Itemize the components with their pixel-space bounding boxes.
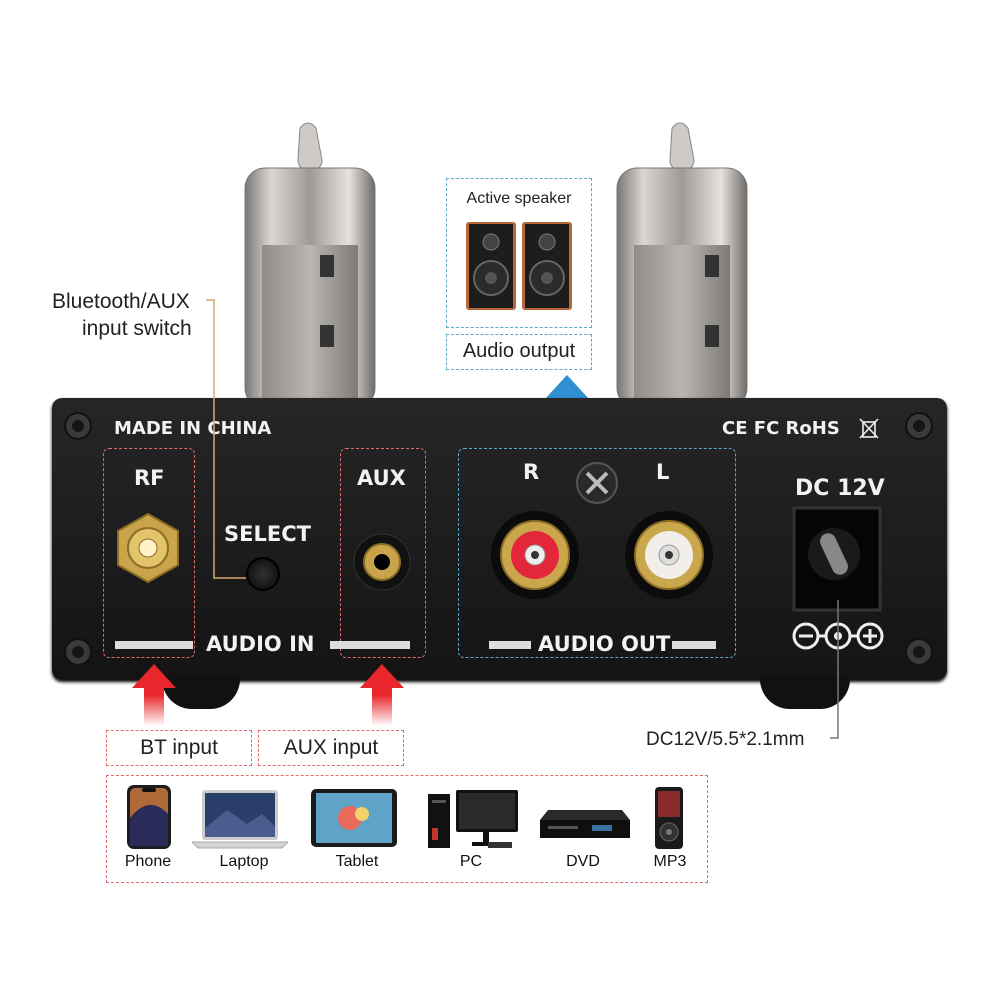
bt-input-box [106,730,252,766]
pc-icon [428,790,518,848]
phone-icon [127,785,171,849]
weee-bin-icon [859,418,879,439]
rf-label: RF [134,466,165,490]
source-devices-box [106,775,708,883]
device-label-dvd: DVD [566,853,600,870]
tube-right [616,122,748,409]
dc-power-jack [792,506,882,612]
aux-label: AUX [357,466,406,490]
audio-output-box [446,334,592,370]
screw-icon [64,638,92,666]
audio-out-bar-right [672,641,716,649]
audio-in-label: AUDIO IN [206,632,315,656]
ground-screw-icon [576,462,618,504]
audio-out-section-box [458,448,736,658]
select-button[interactable] [246,557,280,591]
laptop-icon [192,790,288,849]
device-label-tablet: Tablet [335,853,379,870]
left-channel-label: L [656,460,670,484]
audio-in-bar-left [115,641,193,649]
device-label-phone: Phone [124,853,172,870]
rca-left-output [625,511,713,599]
mp3-icon [655,787,683,849]
speaker-icon [466,222,572,310]
audio-out-label: AUDIO OUT [538,632,671,656]
aux-input-arrow-icon [360,664,404,726]
dc-spec-label: DC12V/5.5*2.1mm [646,729,805,750]
bt-input-arrow-icon [132,664,176,726]
screw-icon [905,638,933,666]
aux-input-box [258,730,404,766]
bt-aux-switch-label-2: input switch [82,317,192,340]
rca-right-output [491,511,579,599]
screw-icon [905,412,933,440]
certification-marks: CE FC RoHS [722,418,840,439]
device-label-laptop: Laptop [219,853,269,870]
audio-in-bar-right [330,641,410,649]
audio-out-bar-left [489,641,531,649]
device-label-mp3: MP3 [653,853,687,870]
active-speaker-label: Active speaker [466,190,572,207]
active-speaker-box [446,178,592,328]
screw-icon [64,412,92,440]
aux-jack [353,533,411,591]
rf-section-box [103,448,195,658]
dvd-icon [540,810,630,838]
tablet-icon [311,789,397,847]
polarity-symbol-icon [792,622,884,650]
aux-section-box [340,448,426,658]
bt-aux-switch-label-1: Bluetooth/AUX [52,290,190,313]
foot-right [760,675,850,709]
audio-output-label: Audio output [462,340,576,362]
aux-input-label: AUX input [283,736,379,759]
select-label: SELECT [224,522,311,546]
tube-left [244,122,376,409]
rf-antenna-connector [117,512,179,584]
device-label-pc: PC [459,853,483,870]
made-in-label: MADE IN CHINA [114,418,272,439]
dc-label: DC 12V [795,476,885,501]
foot-left [162,675,240,709]
right-channel-label: R [523,460,540,484]
bt-input-label: BT input [140,736,218,759]
vacuum-tubes [244,122,748,409]
